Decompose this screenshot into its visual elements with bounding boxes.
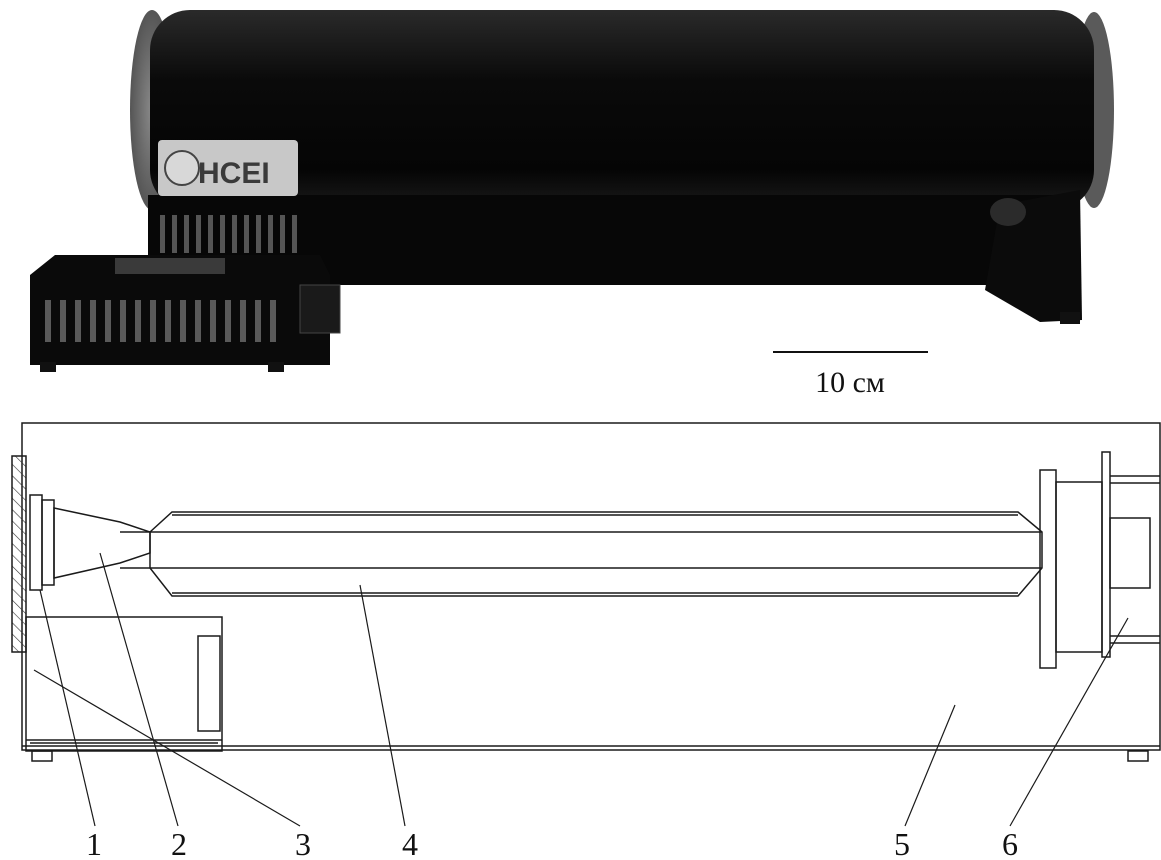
device-photo: HCEI 10 см [30, 10, 1114, 399]
callout-numbers: 1 2 3 4 5 6 [86, 826, 1018, 860]
end-wall [11, 455, 27, 653]
leader-6 [1009, 617, 1129, 827]
logo-text: HCEI [198, 157, 270, 190]
leader-2 [99, 552, 179, 827]
right-flange [1039, 469, 1057, 669]
leader-1 [39, 589, 96, 827]
technical-drawing [11, 422, 1161, 762]
leader-3 [33, 669, 301, 827]
scale-bar-label: 10 см [815, 366, 885, 399]
support-foot [1060, 312, 1080, 324]
callout-6: 6 [1002, 826, 1018, 860]
leader-5 [904, 704, 956, 827]
flange [29, 494, 43, 591]
callout-4: 4 [402, 826, 418, 860]
power-supply-unit [30, 255, 341, 372]
callout-1: 1 [86, 826, 102, 860]
cylinder-body [150, 10, 1094, 210]
callout-5: 5 [894, 826, 910, 860]
leader-4 [359, 584, 406, 827]
callout-leaders [33, 552, 1129, 827]
callout-3: 3 [295, 826, 311, 860]
psu-box [25, 616, 223, 752]
right-roller [990, 198, 1026, 226]
callout-2: 2 [171, 826, 187, 860]
bulb-tube [149, 511, 1043, 597]
hcei-logo: HCEI [158, 140, 298, 196]
chassis-vents [160, 215, 297, 253]
housing-outline [21, 422, 1161, 751]
